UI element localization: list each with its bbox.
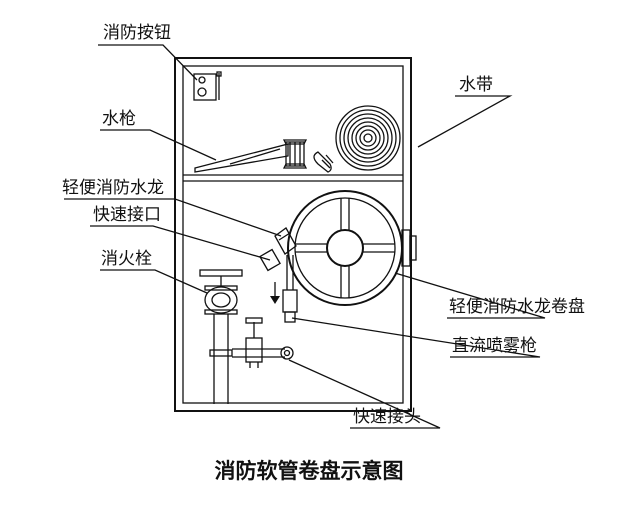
cabinet-frame [174, 57, 412, 412]
label-light-reel: 轻便消防水龙卷盘 [449, 297, 585, 317]
water-gun-icon [194, 139, 308, 173]
diagram-caption: 消防软管卷盘示意图 [215, 459, 404, 483]
fire-button-icon [193, 71, 222, 101]
label-water-gun: 水枪 [102, 109, 136, 129]
quick-joint-icon [280, 346, 294, 360]
fire-hydrant-icon [199, 269, 243, 404]
label-hose: 水带 [459, 75, 493, 95]
down-arrow-icon [270, 282, 280, 304]
quick-interface-icon [259, 227, 297, 272]
label-fire-button: 消防按钮 [103, 23, 171, 43]
label-light-hydrant: 轻便消防水龙 [62, 178, 164, 198]
spray-gun-icon [282, 255, 298, 323]
label-quick-port: 快速接口 [93, 205, 161, 225]
label-hydrant: 消火栓 [101, 249, 152, 269]
leader-lines [64, 44, 546, 429]
label-spray-gun: 直流喷雾枪 [452, 336, 537, 356]
hose-reel-wheel-icon [287, 190, 417, 306]
hose-coupling-icon [313, 151, 334, 173]
hydrant-side-pipe-icon [232, 317, 285, 368]
coiled-hose-icon [335, 105, 401, 171]
label-quick-joint: 快速接头 [353, 407, 421, 427]
